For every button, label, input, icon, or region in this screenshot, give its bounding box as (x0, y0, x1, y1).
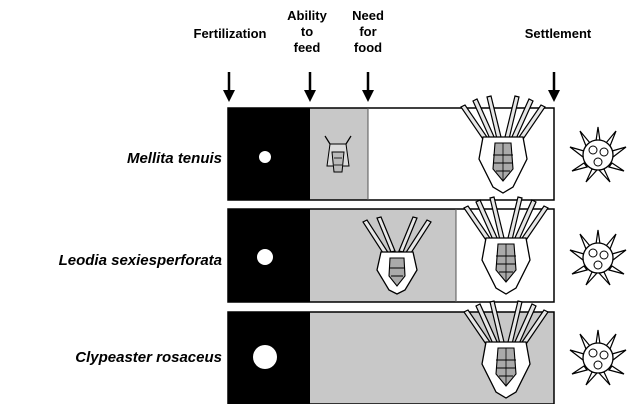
row-clypeaster (228, 301, 554, 404)
arrow-down-icon-fertilization (223, 72, 235, 102)
egg-icon (253, 345, 277, 369)
egg-icon (259, 151, 271, 163)
row-mellita (228, 96, 554, 200)
arrow-down-icon-need-for-food (362, 72, 374, 102)
arrow-down-icon-ability-to-feed (304, 72, 316, 102)
juvenile-urchin-icon-leodia (570, 230, 626, 285)
juvenile-urchin-icon-clypeaster (570, 330, 626, 385)
egg-icon (257, 249, 273, 265)
row-leodia (228, 197, 554, 302)
juvenile-urchin-icon-mellita (570, 127, 626, 182)
arrow-down-icon-settlement (548, 72, 560, 102)
